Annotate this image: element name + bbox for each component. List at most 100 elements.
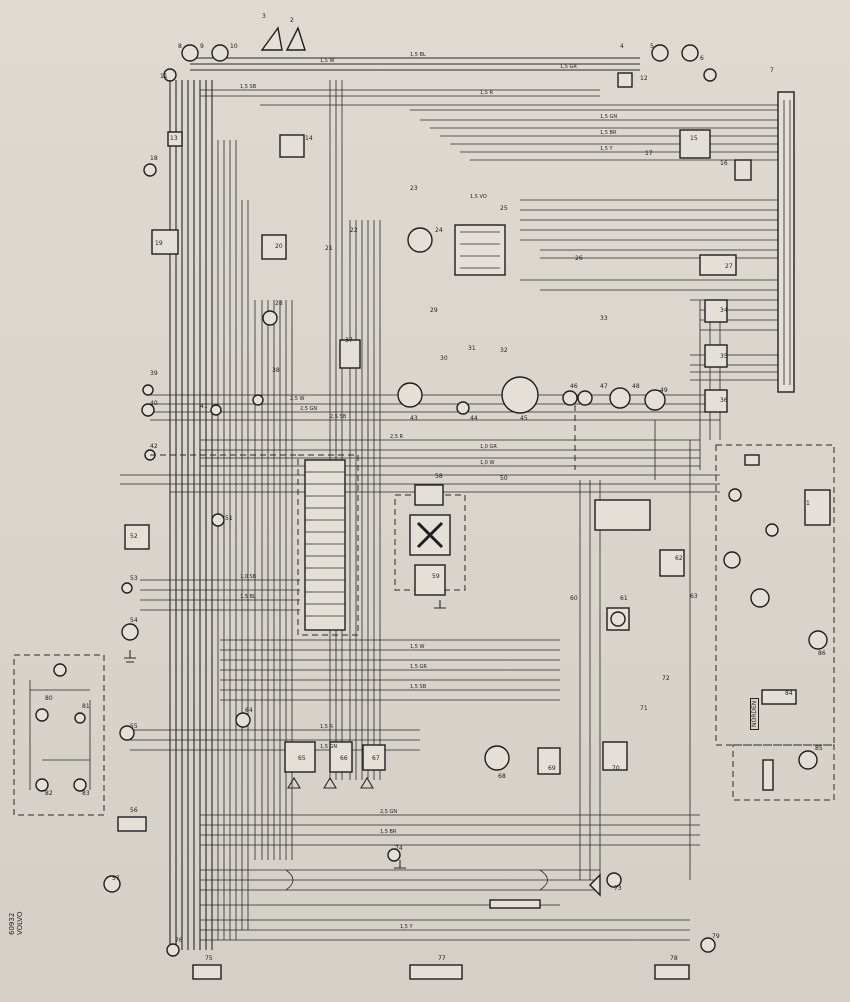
wire-label: 2,5 W (290, 396, 305, 402)
wire-label: 2,5 SB (330, 414, 347, 420)
component-number: 84 (785, 690, 793, 697)
component-number: 53 (130, 575, 138, 582)
component-number: 12 (640, 75, 648, 82)
wire-label: 1,5 BL (240, 594, 256, 600)
diagram-structure (13, 26, 835, 980)
component-number: 51 (225, 515, 233, 522)
component-number: 40 (150, 400, 158, 407)
wire-label: 1,5 W (410, 644, 425, 650)
component-number: 56 (130, 807, 138, 814)
component-number: 81 (82, 703, 90, 710)
component-number: 69 (548, 765, 556, 772)
component-number: 18 (150, 155, 158, 162)
wire-label: 1,5 SB (240, 84, 257, 90)
component-number: 16 (720, 160, 728, 167)
component-number: 67 (372, 755, 380, 762)
component-number: 29 (430, 307, 438, 314)
wire-label: 2,5 R (390, 434, 404, 440)
component-number: 66 (340, 755, 348, 762)
component-number: 42 (150, 443, 158, 450)
component-number: 78 (670, 955, 678, 962)
component-number: 70 (612, 765, 620, 772)
component-number: 83 (82, 790, 90, 797)
component-number: 2 (290, 17, 294, 24)
component-number: 5 (650, 43, 654, 50)
component-number: 65 (298, 755, 306, 762)
component-number: 14 (305, 135, 313, 142)
regional-label-norden: NORDEN (750, 697, 759, 730)
component-number: 59 (432, 573, 440, 580)
wire-label: 2,5 GN (300, 406, 317, 412)
wire-label: 1,5 GR (410, 664, 427, 670)
component-number: 57 (112, 875, 120, 882)
component-number: 68 (498, 773, 506, 780)
component-number: 63 (690, 593, 698, 600)
component-number: 55 (130, 723, 138, 730)
component-number: 48 (632, 383, 640, 390)
wire-label: 1,5 W (320, 58, 335, 64)
component-number: 34 (720, 307, 728, 314)
component-number: 28 (275, 300, 283, 307)
wire-label: 1,5 R (480, 90, 494, 96)
wire-label: 1,5 BR (600, 130, 617, 136)
component-number: 74 (395, 845, 403, 852)
component-number: 38 (272, 367, 280, 374)
wire-label: 1,5 GN (600, 114, 617, 120)
component-number: 31 (468, 345, 476, 352)
component-number: 62 (675, 555, 683, 562)
component-number: 1 (806, 500, 810, 507)
component-number: 24 (435, 227, 443, 234)
component-number: 32 (500, 347, 508, 354)
component-number: 41 (200, 403, 208, 410)
component-number: 15 (690, 135, 698, 142)
component-number: 47 (600, 383, 608, 390)
component-number: 60 (570, 595, 578, 602)
component-number: 61 (620, 595, 628, 602)
component-number: 30 (440, 355, 448, 362)
component-number: 11 (160, 73, 168, 80)
wire-label: 1,5 R (320, 724, 334, 730)
component-number: 19 (155, 240, 163, 247)
component-number: 35 (720, 353, 728, 360)
figure-code: 60932 VOLVO (8, 911, 24, 935)
component-number: 4 (620, 43, 624, 50)
wire-label: 1,0 GR (480, 444, 497, 450)
component-number: 23 (410, 185, 418, 192)
wire-label: 1,5 VO (470, 194, 487, 200)
component-number: 7 (770, 67, 774, 74)
component-number: 79 (712, 933, 720, 940)
component-number: 13 (170, 135, 178, 142)
wire-label: 1,5 Y (400, 924, 414, 930)
component-number: 43 (410, 415, 418, 422)
component-number: 21 (325, 245, 333, 252)
component-number: 26 (575, 255, 583, 262)
wire-label: 2,5 GN (380, 809, 397, 815)
component-number: 17 (645, 150, 653, 157)
component-number: 8 (178, 43, 182, 50)
component-number: 20 (275, 243, 283, 250)
wire-label: 1,5 GR (560, 64, 577, 70)
component-number: 73 (614, 885, 622, 892)
component-number: 75 (205, 955, 213, 962)
component-number: 6 (700, 55, 704, 62)
component-number: 25 (500, 205, 508, 212)
component-number: 3 (262, 13, 266, 20)
wire-label: 1,5 GN (320, 744, 337, 750)
component-number: 82 (45, 790, 53, 797)
component-number: 52 (130, 533, 138, 540)
component-number: 45 (520, 415, 528, 422)
component-number: 72 (662, 675, 670, 682)
component-number: 9 (200, 43, 204, 50)
component-number: 37 (345, 337, 353, 344)
component-number: 27 (725, 263, 733, 270)
component-number: 80 (45, 695, 53, 702)
component-number: 86 (818, 650, 826, 657)
component-number: 77 (438, 955, 446, 962)
component-number: 22 (350, 227, 358, 234)
wire-label-layer: 1,5 BL 1,5 W 1,5 GR 1,5 SB 1,5 R 1,5 GN 1,5 BR… (240, 52, 617, 930)
component-number: 76 (175, 937, 183, 944)
component-number: 36 (720, 397, 728, 404)
